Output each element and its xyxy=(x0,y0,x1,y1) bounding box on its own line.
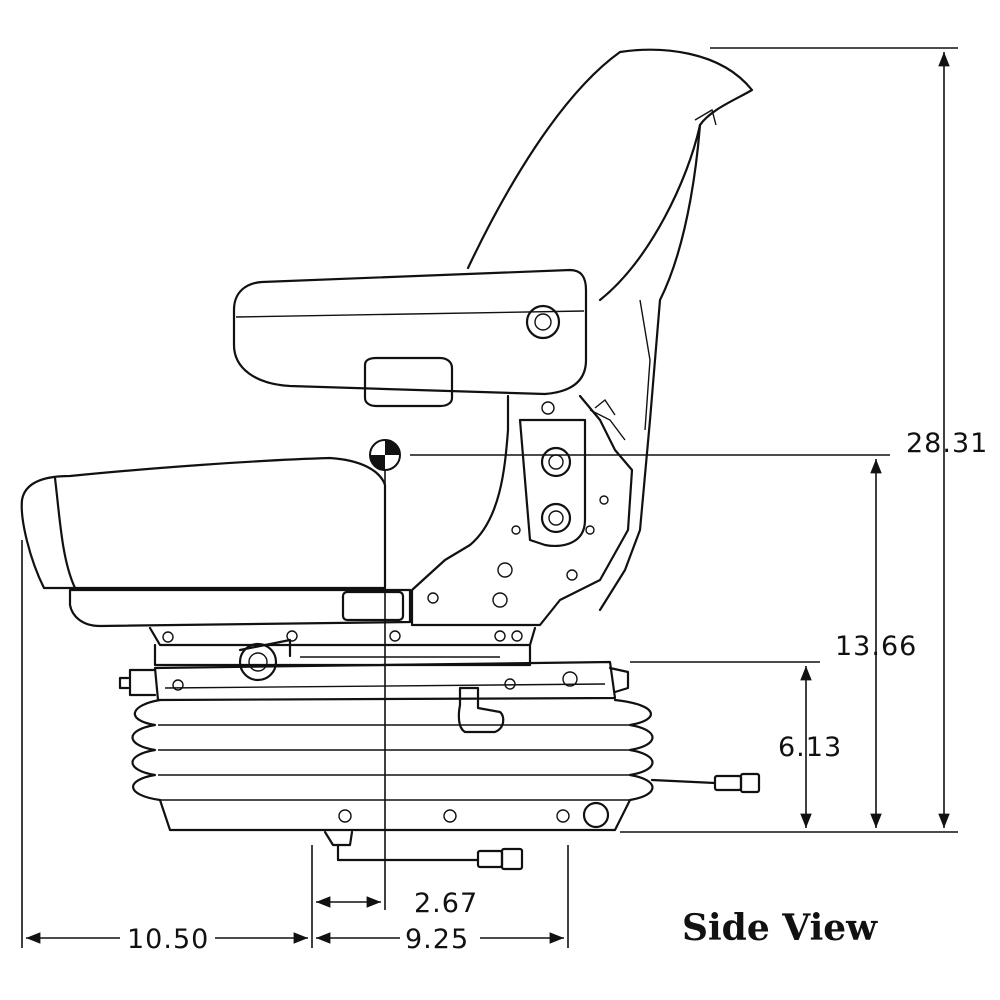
recline-bolt-upper xyxy=(540,446,572,478)
armrest-pivot-bolt xyxy=(525,304,561,340)
height-adjust-lever xyxy=(457,686,505,734)
armrest-handle xyxy=(363,356,454,408)
electrical-connectors xyxy=(323,772,761,871)
reference-point-marker xyxy=(369,439,401,471)
view-title: Side View xyxy=(682,907,878,949)
dimension-front-depth: 10.50 xyxy=(127,924,209,955)
recline-plate xyxy=(518,418,587,548)
backrest xyxy=(466,48,754,612)
rail-lock-knob xyxy=(238,642,278,682)
slide-rails xyxy=(148,626,537,682)
connector-bottom xyxy=(476,849,504,869)
armrest xyxy=(232,268,588,408)
seat-bracket xyxy=(410,394,634,627)
suspension-top-plate xyxy=(118,660,630,734)
dimension-base-depth: 9.25 xyxy=(405,924,469,955)
connector-rear xyxy=(713,774,743,792)
recline-bolt-lower xyxy=(540,502,572,534)
dimension-reference-offset: 2.67 xyxy=(414,888,478,919)
dimension-suspension-height: 6.13 xyxy=(778,732,842,763)
dimension-reference-height: 13.66 xyxy=(835,631,917,662)
seat-adjust-lever xyxy=(341,590,405,622)
dimension-overall-height: 28.31 xyxy=(906,428,988,459)
suspension-bellows xyxy=(131,698,654,832)
dimension-lines xyxy=(21,47,958,948)
seat-cushion xyxy=(20,456,412,628)
